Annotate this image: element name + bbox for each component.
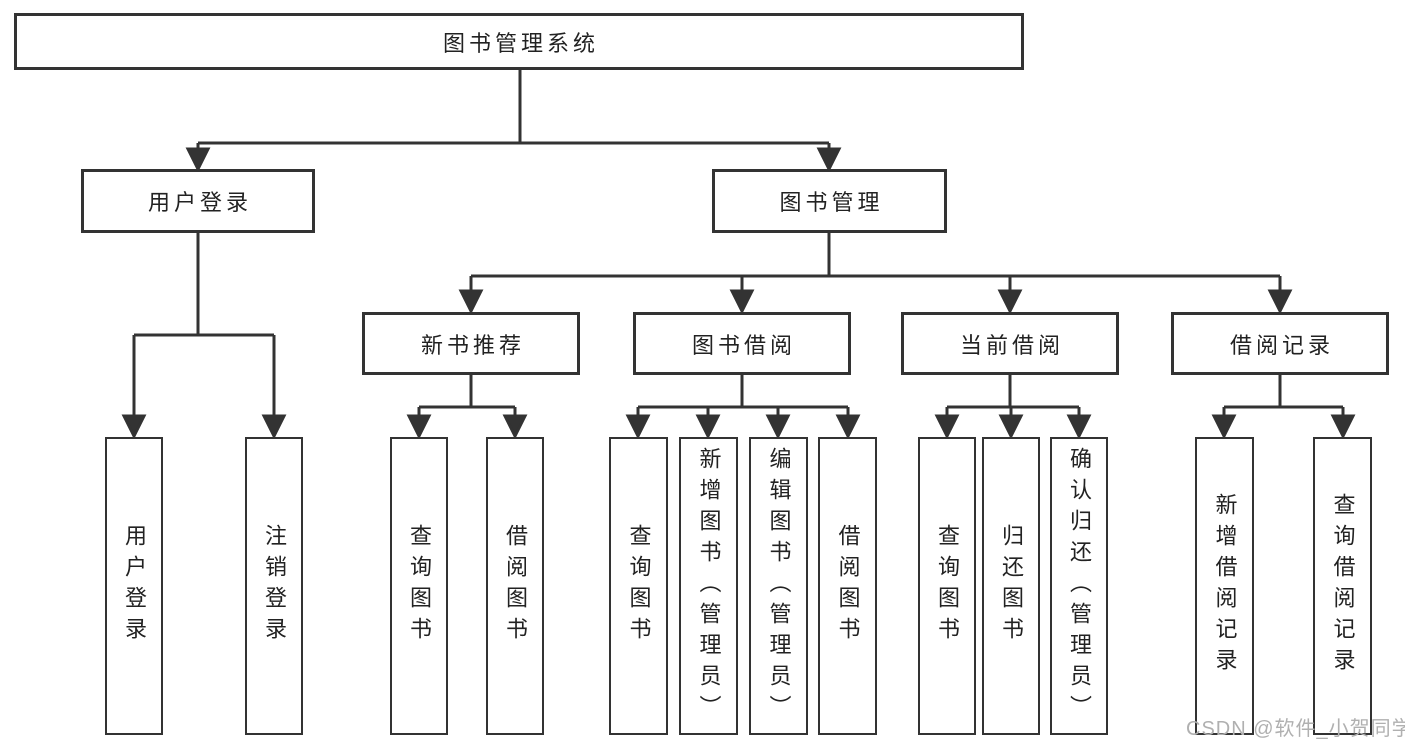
node-book-borrow: 图书借阅 <box>633 312 851 375</box>
leaf-borrow-borrow-books: 借阅图书 <box>818 437 877 735</box>
node-book-management: 图书管理 <box>712 169 947 233</box>
node-root: 图书管理系统 <box>14 13 1024 70</box>
node-borrow-records: 借阅记录 <box>1171 312 1389 375</box>
connector-new-books-to-leaves <box>406 375 528 440</box>
connector-book-mgmt-to-modules <box>458 233 1293 315</box>
leaf-newbooks-query-books: 查询图书 <box>390 437 448 735</box>
csdn-watermark: CSDN @软件_小贺同学 <box>1186 718 1405 740</box>
connector-current-borrow-to-leaves <box>934 375 1092 440</box>
leaf-logout: 注销登录 <box>245 437 303 735</box>
connector-user-login-to-leaves <box>121 233 287 440</box>
node-new-book-recommend: 新书推荐 <box>362 312 580 375</box>
leaf-current-query-books: 查询图书 <box>918 437 976 735</box>
leaf-current-return-books: 归还图书 <box>982 437 1040 735</box>
leaf-records-query-record: 查询借阅记录 <box>1313 437 1372 735</box>
leaf-borrow-query-books: 查询图书 <box>609 437 668 735</box>
connector-borrow-records-to-leaves <box>1211 375 1356 440</box>
leaf-user-login: 用户登录 <box>105 437 163 735</box>
connector-root-to-branches <box>185 70 842 173</box>
node-user-login: 用户登录 <box>81 169 315 233</box>
leaf-records-add-record: 新增借阅记录 <box>1195 437 1254 735</box>
leaf-newbooks-borrow-books: 借阅图书 <box>486 437 544 735</box>
leaf-borrow-edit-books-admin: 编辑图书（管理员） <box>749 437 808 735</box>
node-current-borrow: 当前借阅 <box>901 312 1119 375</box>
connector-book-borrow-to-leaves <box>625 375 861 440</box>
leaf-current-confirm-return-admin: 确认归还（管理员） <box>1050 437 1108 735</box>
leaf-borrow-add-books-admin: 新增图书（管理员） <box>679 437 738 735</box>
